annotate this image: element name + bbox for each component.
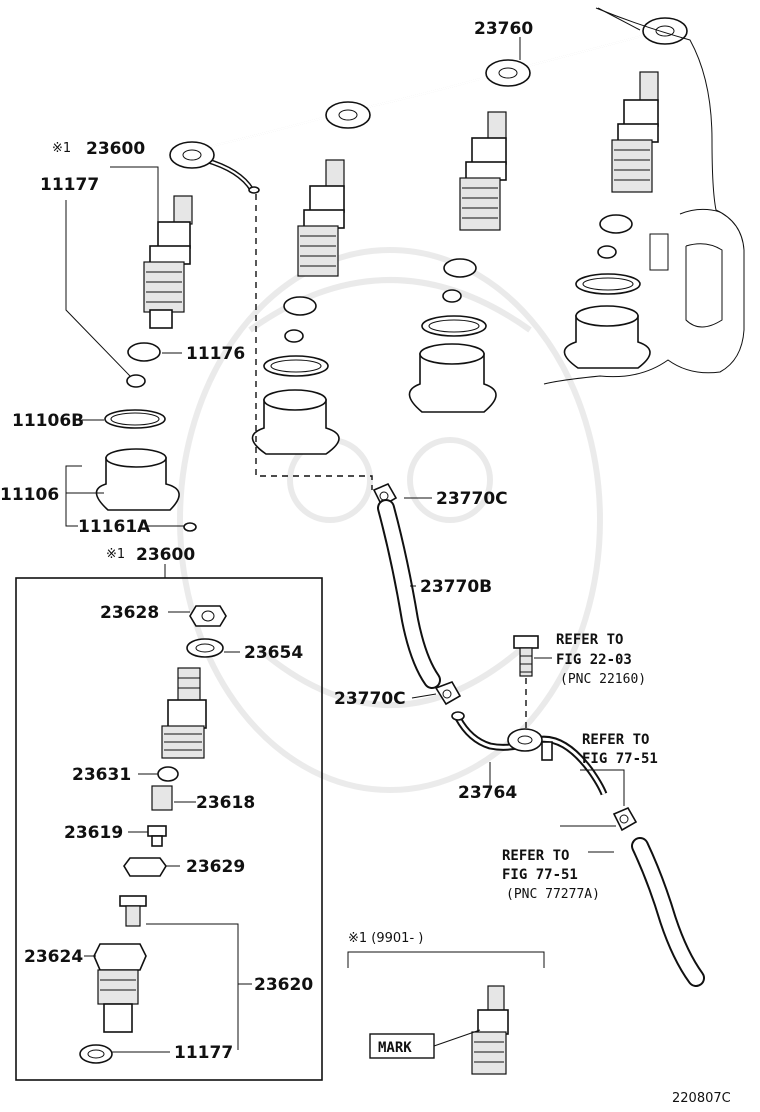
ref3-line3: (PNC 77277A) [506, 887, 600, 902]
label-11106B: 11106B [12, 411, 84, 431]
label-23619: 23619 [64, 823, 123, 843]
mark-injector [471, 985, 509, 1075]
label-11161A: 11161A [78, 517, 151, 537]
label-23631: 23631 [72, 765, 131, 785]
inset-bracket [347, 951, 545, 968]
label-23624: 23624 [24, 947, 83, 967]
note-mark-box: ※1 [106, 547, 125, 562]
ref2-line1: REFER TO [582, 732, 649, 748]
label-23770C-bottom: 23770C [334, 689, 406, 709]
label-23628: 23628 [100, 603, 159, 623]
ref2-line2: FIG 77-51 [582, 751, 658, 767]
label-23600-top: 23600 [86, 139, 145, 159]
ref3-line2: FIG 77-51 [502, 867, 578, 883]
label-23770B: 23770B [420, 577, 492, 597]
label-11177-top: 11177 [40, 175, 99, 195]
mark-leader [433, 1029, 481, 1047]
ref1-line3: (PNC 22160) [560, 672, 646, 687]
label-23764: 23764 [458, 783, 517, 803]
injector-nozzle-2 [297, 159, 345, 277]
label-23654: 23654 [244, 643, 303, 663]
seats-and-holders [95, 214, 651, 532]
fuel-return-pipe [169, 17, 688, 194]
label-11177-bottom: 11177 [174, 1043, 233, 1063]
exploded-view-box [15, 577, 323, 1081]
leader-lines [65, 166, 625, 1053]
ref3-line1: REFER TO [502, 848, 569, 864]
cylinder-head-fragment [543, 7, 745, 385]
hose-clamp-bottom [434, 681, 462, 706]
label-23760: 23760 [474, 19, 533, 39]
watermark-emblem [177, 247, 603, 793]
date-range-note: ※1 (9901- ) [348, 931, 423, 946]
hose-clamp-right [612, 806, 638, 832]
label-23600-box: 23600 [136, 545, 195, 565]
label-23620: 23620 [254, 975, 313, 995]
label-23618: 23618 [196, 793, 255, 813]
label-23629: 23629 [186, 857, 245, 877]
injector-nozzle-left [143, 195, 193, 329]
injector-nozzle-3 [459, 111, 507, 231]
label-11176: 11176 [186, 344, 245, 364]
ref1-line1: REFER TO [556, 632, 623, 648]
banjo-bolt [513, 635, 539, 677]
mark-label: MARK [378, 1040, 412, 1056]
label-11106: 11106 [0, 485, 59, 505]
return-pipe-23764 [451, 711, 608, 796]
injector-nozzle-4 [611, 71, 659, 193]
label-23770C-top: 23770C [436, 489, 508, 509]
exploded-parts [79, 605, 227, 1064]
ref1-line2: FIG 22-03 [556, 652, 632, 668]
mark-box [369, 1033, 435, 1059]
diagram-code: 220807C [672, 1091, 731, 1106]
note-mark-top: ※1 [52, 141, 71, 156]
